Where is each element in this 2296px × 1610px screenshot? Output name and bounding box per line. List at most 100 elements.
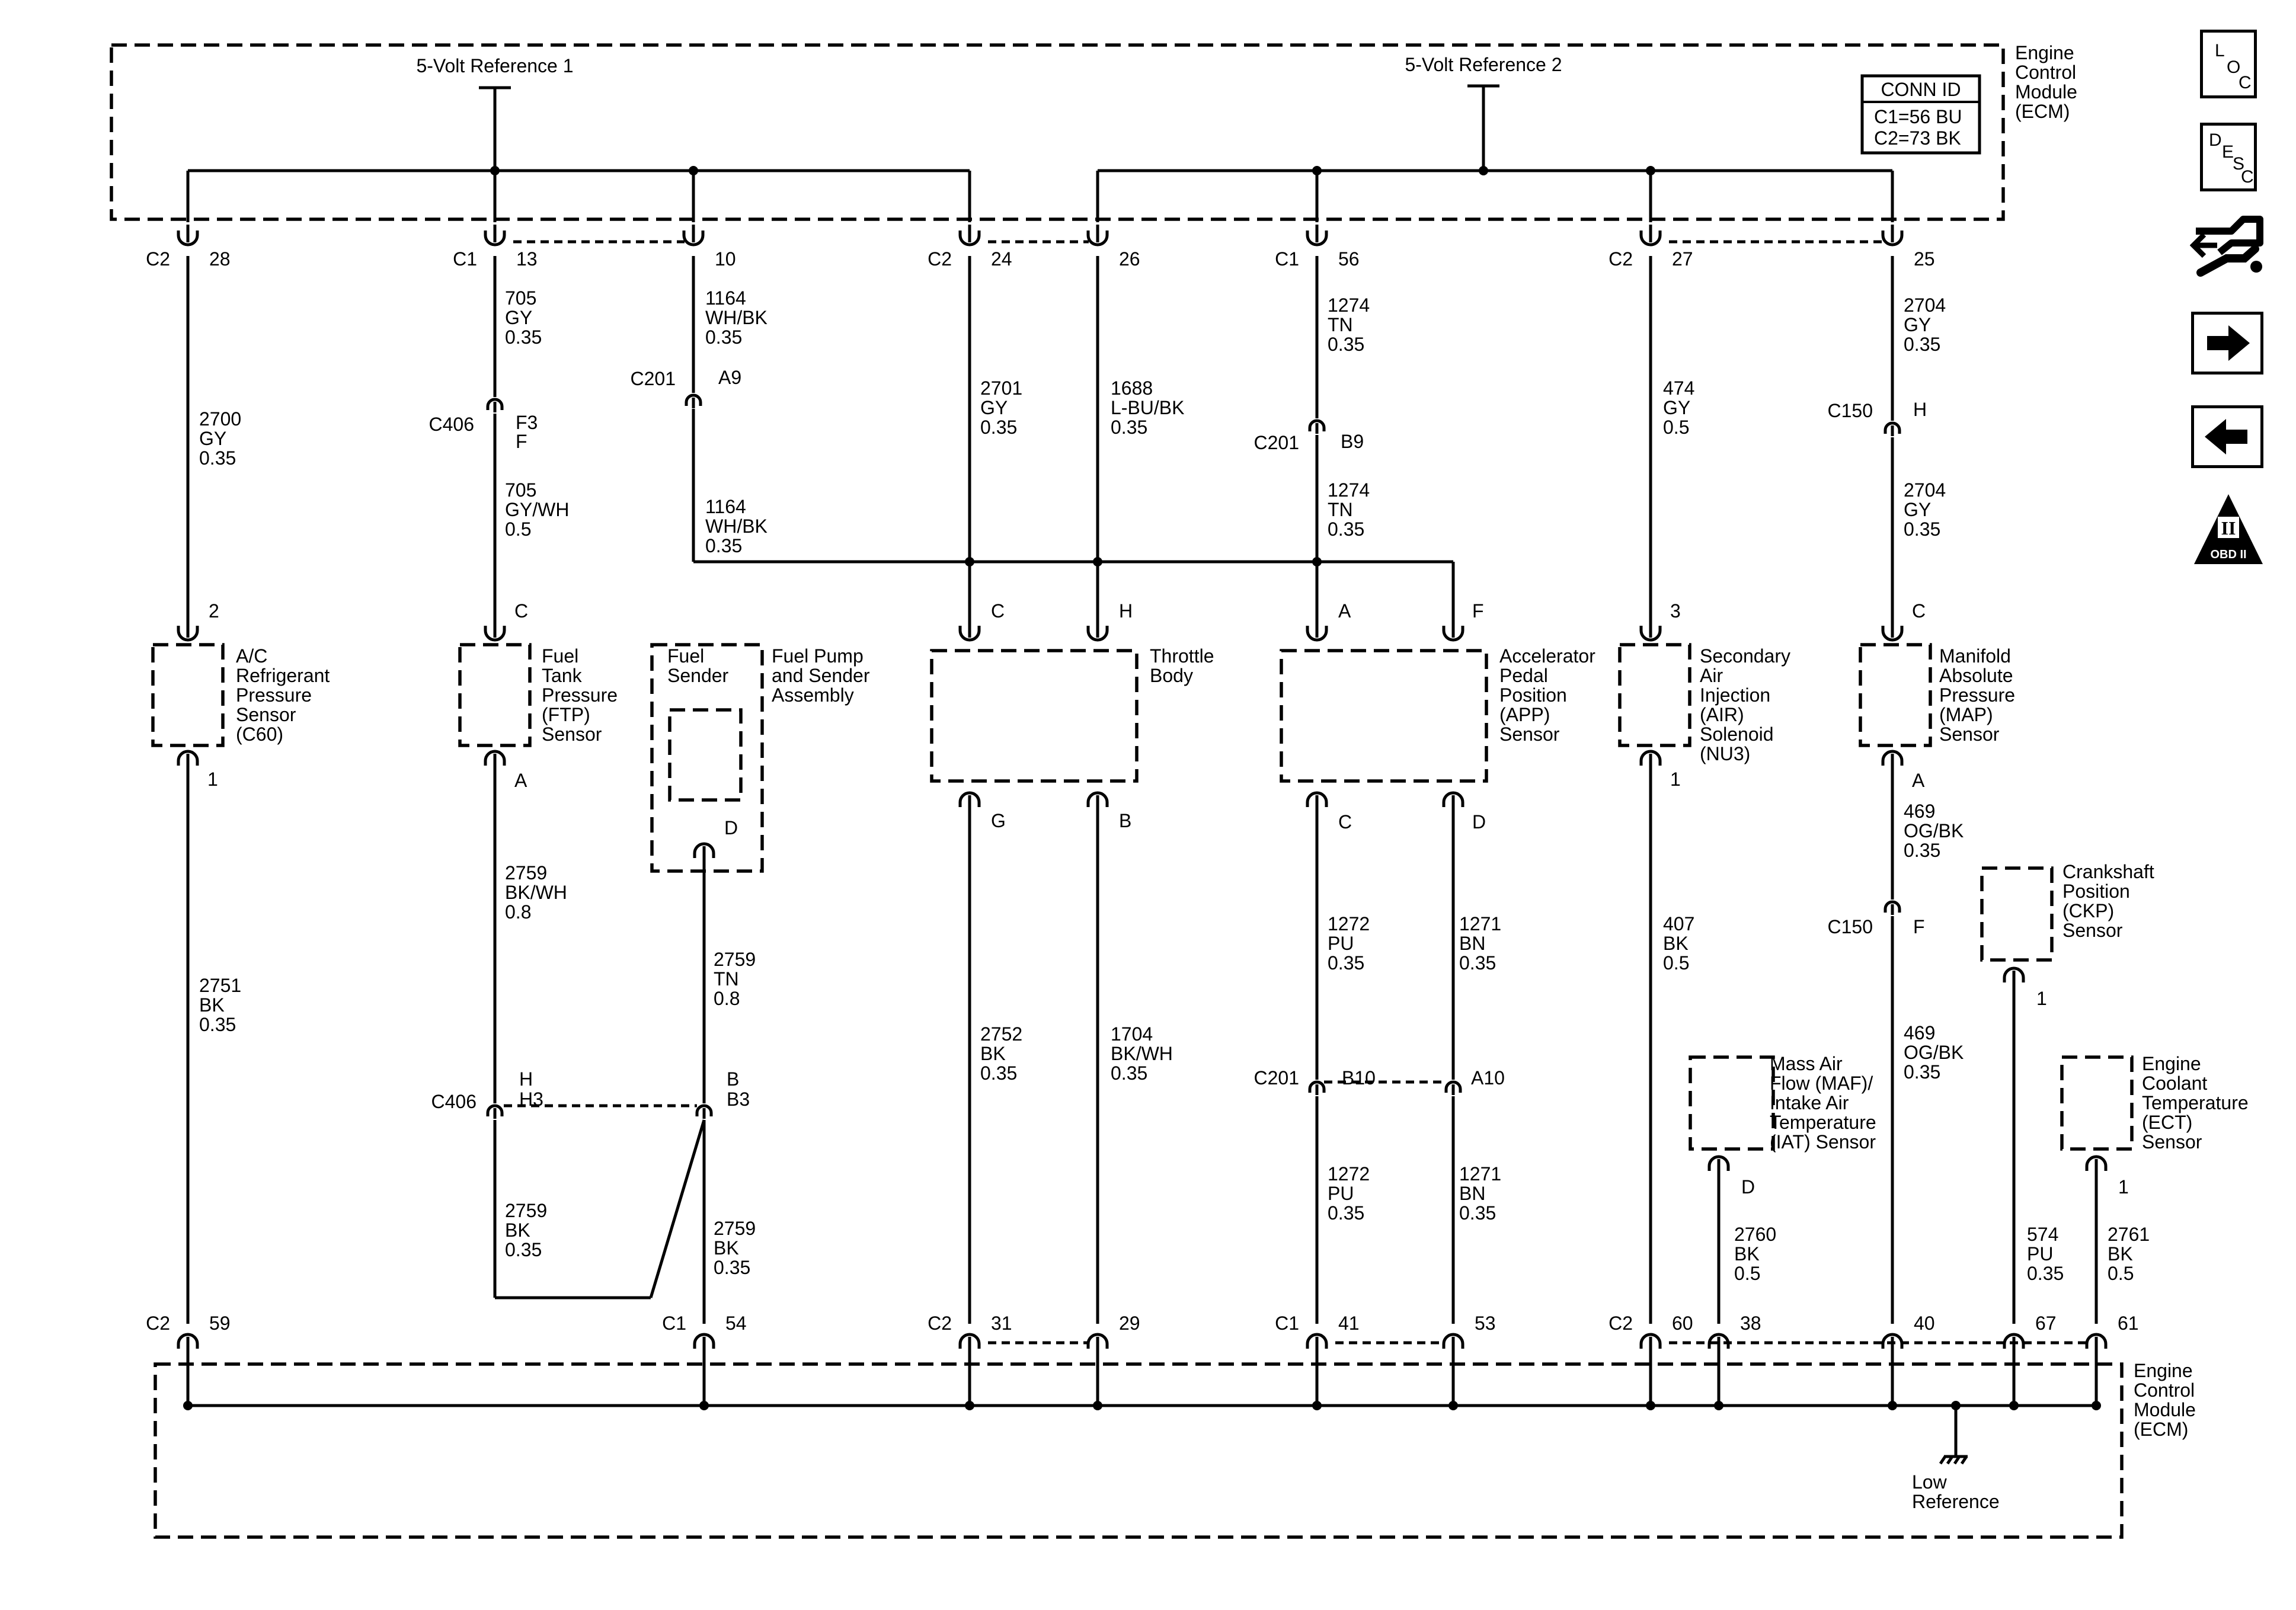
ftp-sensor-label: Sensor — [542, 724, 602, 745]
connector-terminal — [2003, 1333, 2025, 1355]
splice-dot — [490, 166, 500, 175]
desc-button[interactable]: D E S C — [2200, 123, 2257, 191]
fuel-pump-label: Assembly — [772, 684, 854, 706]
splice-dot — [1312, 1401, 1322, 1410]
connector-terminal — [1639, 750, 1662, 772]
air-solenoid-label: (AIR) — [1700, 704, 1744, 725]
ecm-pin-label: 31 — [991, 1313, 1012, 1334]
wire-size-label: 0.35 — [1904, 1061, 1940, 1083]
wire-size-label: 0.8 — [505, 901, 531, 923]
wire-size-label: 0.35 — [980, 417, 1017, 438]
wire-color-label: WH/BK — [705, 516, 768, 537]
sensor-pin-label: 1 — [1670, 769, 1681, 790]
conn-id-box — [1860, 74, 1981, 155]
wire-color-label: TN — [714, 968, 739, 990]
connector-terminal — [1881, 620, 1904, 642]
sensor-pin-label: F — [1472, 600, 1484, 622]
connector-terminal — [2085, 1155, 2108, 1177]
connector-terminal — [1707, 1333, 1730, 1355]
inline-pin-label: H — [519, 1068, 533, 1090]
app-sensor-label: Pedal — [1499, 665, 1548, 686]
maf-iat-sensor-label: (IAT) Sensor — [1770, 1131, 1876, 1153]
inline-pin-label: F3 — [516, 412, 538, 433]
ecm-label: Control — [2015, 62, 2076, 83]
obd-num: II — [2221, 517, 2236, 539]
ecm-pin-label: 28 — [209, 248, 231, 270]
conn-id-title: CONN ID — [1881, 79, 1961, 100]
wire-color-label: GY — [980, 397, 1008, 418]
wire-size-label: 0.35 — [1904, 840, 1940, 861]
fuel-pump-assembly-box — [650, 643, 764, 873]
fuel-pump-label: and Sender — [772, 665, 870, 686]
ground-icon — [1939, 1455, 1968, 1465]
splice-dot — [689, 166, 698, 175]
splice-dot — [2009, 1401, 2019, 1410]
wire-color-label: GY — [1904, 499, 1931, 520]
connector-terminal — [177, 620, 199, 642]
throttle-body-box — [930, 649, 1139, 783]
air-solenoid-label: Air — [1700, 665, 1723, 686]
ect-sensor-label: Sensor — [2142, 1131, 2202, 1153]
ecm-connector-label: C2 — [928, 1313, 952, 1334]
ftp-sensor-label: Tank — [542, 665, 583, 686]
wire-circuit-label: 1272 — [1328, 913, 1370, 934]
wire-size-label: 0.35 — [1328, 952, 1364, 974]
ecm-pin-label: 67 — [2035, 1313, 2057, 1334]
next-button[interactable] — [2191, 312, 2263, 375]
connector-terminal — [1442, 791, 1464, 813]
map-sensor-box — [1859, 643, 1932, 747]
wire-size-label: 0.35 — [1328, 1202, 1364, 1224]
ftp-sensor-box — [458, 643, 532, 747]
ecm-pin-label: 38 — [1740, 1313, 1761, 1334]
air-solenoid-label: Secondary — [1700, 645, 1790, 667]
wire-size-label: 0.35 — [505, 327, 542, 348]
low-reference-label: Low — [1912, 1471, 1948, 1493]
wire-size-label: 0.8 — [714, 988, 740, 1009]
obd-ii-button[interactable]: II OBD II — [2193, 493, 2264, 565]
connector-terminal — [693, 842, 715, 864]
obd-ii-icon: II OBD II — [2194, 494, 2263, 564]
inline-connector-label: C150 — [1828, 916, 1873, 937]
connector-view-button[interactable] — [2189, 211, 2267, 282]
desc-icon: D E S C — [2209, 130, 2254, 187]
wire-circuit-label: 1164 — [705, 287, 746, 309]
maf-iat-sensor-label: Flow (MAF)/ — [1770, 1073, 1873, 1094]
ecm-label: (ECM) — [2015, 101, 2070, 122]
wire-circuit-label: 2704 — [1904, 479, 1946, 501]
connector-terminal — [2085, 1333, 2108, 1355]
ftp-sensor-label: (FTP) — [542, 704, 590, 725]
sensor-pin-label: A — [1912, 770, 1925, 791]
loc-button[interactable]: L O C — [2200, 30, 2257, 98]
wire-circuit-label: 2759 — [505, 1200, 547, 1221]
app-sensor-label: Sensor — [1499, 724, 1560, 745]
ac-sensor-label: Refrigerant — [236, 665, 330, 686]
map-sensor-label: Sensor — [1939, 724, 2000, 745]
connector-terminal — [1881, 1333, 1904, 1355]
wire-size-label: 0.5 — [505, 518, 531, 540]
splice-dot — [183, 1401, 193, 1410]
ecm-label: Module — [2134, 1399, 2196, 1420]
wire-size-label: 0.35 — [1328, 518, 1364, 540]
sensor-pin-label: C — [1912, 600, 1926, 622]
ecm-label: Engine — [2134, 1360, 2193, 1381]
connector-terminal — [1442, 1333, 1464, 1355]
obd-label: OBD II — [2210, 548, 2246, 561]
ecm-pin-label: 27 — [1672, 248, 1693, 270]
ect-sensor-label: Engine — [2142, 1053, 2201, 1074]
connector-terminal — [1086, 1333, 1109, 1355]
connector-terminal — [958, 791, 981, 813]
inline-connector — [1884, 885, 1901, 915]
ecm-label: Control — [2134, 1379, 2195, 1401]
connector-terminal — [1086, 225, 1109, 247]
wire-color-label: BN — [1459, 933, 1485, 954]
wire-size-label: 0.35 — [705, 535, 742, 556]
ftp-sensor-label: Fuel — [542, 645, 578, 667]
ecm-label: Module — [2015, 81, 2077, 103]
sensor-pin-label: 1 — [2118, 1176, 2129, 1198]
wire-2759 — [649, 1119, 706, 1298]
wire-circuit-label: 407 — [1663, 913, 1694, 934]
splice-dot — [1714, 1401, 1723, 1410]
inline-pin-label: B9 — [1341, 431, 1364, 452]
prev-button[interactable] — [2191, 405, 2263, 468]
